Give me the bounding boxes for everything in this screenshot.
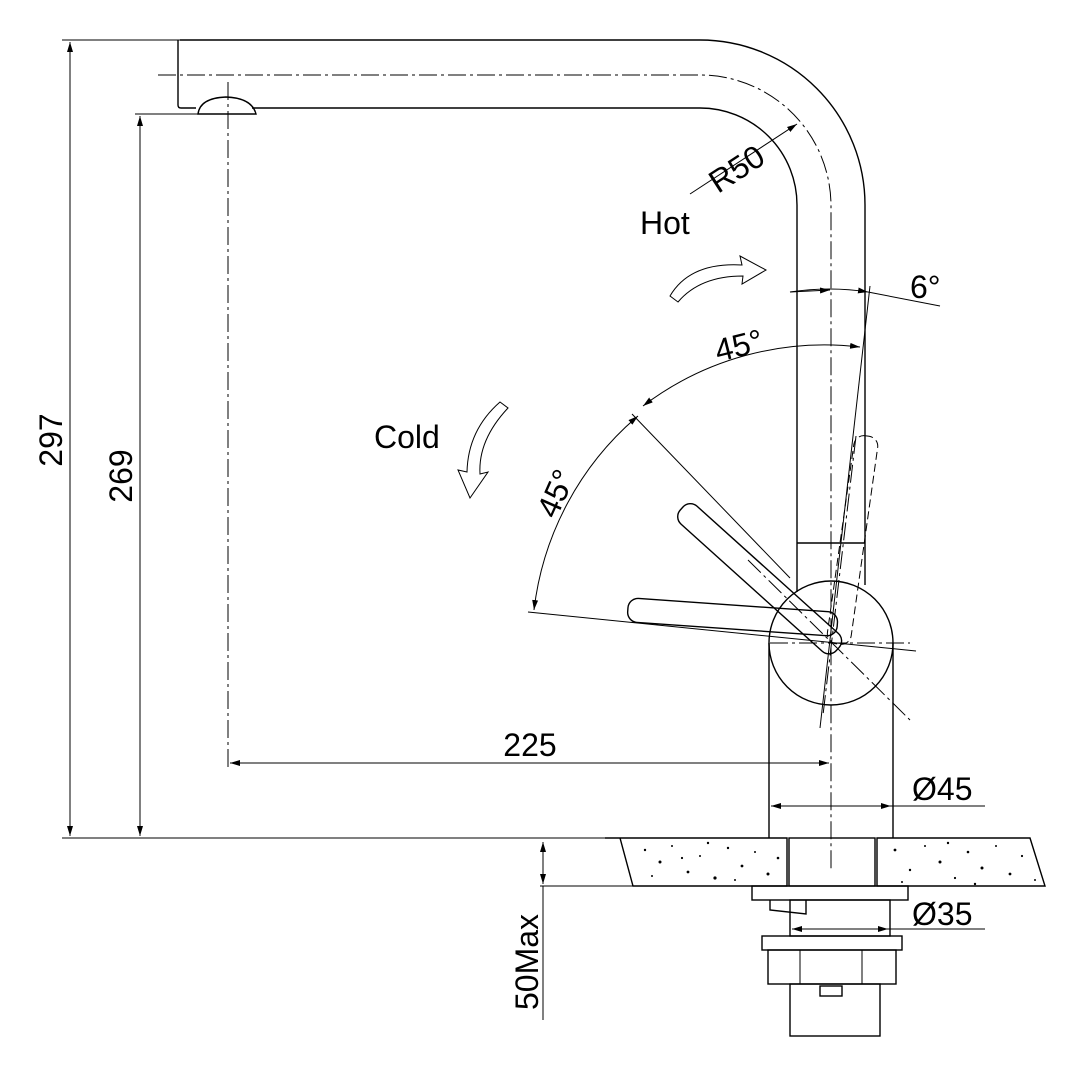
dimension-297: 297 (33, 39, 605, 839)
lever-hot (826, 435, 879, 645)
hot-label: Hot (640, 205, 690, 241)
dim-50max-label: 50Max (509, 914, 545, 1010)
angle-45-upper-label: 45° (711, 322, 767, 369)
aerator-icon (197, 96, 257, 115)
dim-297-label: 297 (33, 413, 69, 466)
angle-45-lower: 45° (530, 415, 639, 611)
curved-arrow-icon (669, 255, 768, 303)
dimension-269: 269 (103, 116, 143, 836)
dimension-225: 225 (230, 727, 829, 766)
dimension-35: Ø35 (792, 896, 985, 932)
dim-269-label: 269 (103, 449, 139, 502)
mounting-kit (751, 885, 909, 1037)
hot-indicator: Hot (640, 205, 768, 303)
curved-arrow-icon (457, 401, 509, 500)
dimension-50max: 50Max (509, 842, 760, 1020)
dim-r50-label: R50 (702, 138, 771, 200)
cold-label: Cold (374, 419, 440, 455)
spout (135, 39, 866, 870)
angle-6deg: 6° (789, 269, 941, 307)
angle-45-lower-label: 45° (530, 464, 583, 523)
dim-35-label: Ø35 (912, 896, 972, 932)
lever-mid (677, 503, 843, 655)
dimension-r50: R50 (689, 123, 798, 200)
dimension-45: Ø45 (771, 771, 985, 809)
cold-indicator: Cold (374, 401, 509, 500)
angle-45-upper: 45° (642, 322, 861, 407)
dim-45-label: Ø45 (912, 771, 972, 807)
countertop (605, 837, 1046, 887)
dim-225-label: 225 (503, 727, 556, 763)
angle-6-label: 6° (910, 269, 941, 305)
